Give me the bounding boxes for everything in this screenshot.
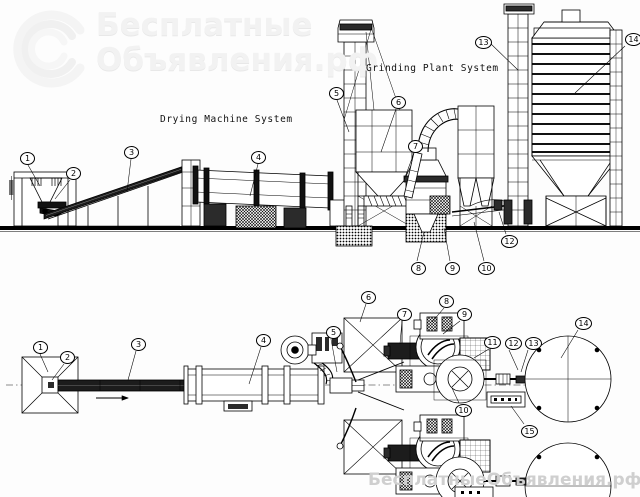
feed-hopper-plan (21, 356, 79, 414)
control-panel-plan (486, 391, 526, 408)
height-dimension-left (9, 176, 14, 200)
callout-plan-6: 6 (361, 291, 376, 304)
callout-elevation-14: 14 (625, 33, 640, 46)
feed-hopper-assembly (9, 171, 77, 227)
cyclone-separator (457, 105, 495, 227)
callout-elevation-3: 3 (124, 146, 139, 159)
callout-leaders-elevation (27, 42, 626, 262)
silo-elevator (503, 3, 535, 227)
rotary-dryer-plan (183, 365, 325, 412)
bucket-elevator (335, 19, 375, 247)
callout-elevation-4: 4 (251, 151, 266, 164)
callout-plan-13: 13 (525, 337, 542, 350)
grinding-assembly-plan-upper (383, 312, 527, 404)
callout-plan-12: 12 (505, 337, 522, 350)
callout-plan-10: 10 (455, 404, 472, 417)
callout-elevation-13: 13 (475, 36, 492, 49)
storage-silo (531, 9, 623, 227)
callout-plan-15: 15 (521, 425, 538, 438)
callout-elevation-7: 7 (408, 140, 423, 153)
callout-elevation-2: 2 (66, 167, 81, 180)
callout-elevation-1: 1 (20, 152, 35, 165)
callout-plan-14: 14 (575, 317, 592, 330)
bucket-elevator-plan (329, 377, 365, 394)
callout-elevation-12: 12 (501, 235, 518, 248)
grinding-assembly-plan-lower (383, 414, 527, 497)
callout-elevation-8: 8 (411, 262, 426, 275)
callout-plan-5: 5 (326, 326, 341, 339)
callout-elevation-6: 6 (391, 96, 406, 109)
callout-plan-1: 1 (33, 341, 48, 354)
fan-burner-plan (280, 332, 343, 385)
title-grinding-plant-system: Grinding Plant System (366, 63, 499, 74)
ground-line (0, 226, 640, 232)
callout-plan-4: 4 (256, 334, 271, 347)
elevation-view (0, 3, 640, 262)
callout-plan-2: 2 (60, 351, 75, 364)
title-drying-machine-system: Drying Machine System (160, 114, 293, 125)
callout-plan-9: 9 (457, 308, 472, 321)
callout-plan-7: 7 (397, 308, 412, 321)
callout-leaders-plan (39, 303, 579, 425)
callout-plan-8: 8 (439, 295, 454, 308)
grinding-mill-assembly (403, 108, 463, 243)
callout-elevation-5: 5 (329, 87, 344, 100)
callout-plan-11: 11 (484, 336, 501, 349)
rotary-dryer-drum (192, 165, 347, 229)
callout-plan-3: 3 (131, 338, 146, 351)
callout-elevation-9: 9 (445, 262, 460, 275)
storage-silo-plan (524, 335, 612, 497)
plan-view (6, 303, 612, 497)
callout-elevation-10: 10 (478, 262, 495, 275)
